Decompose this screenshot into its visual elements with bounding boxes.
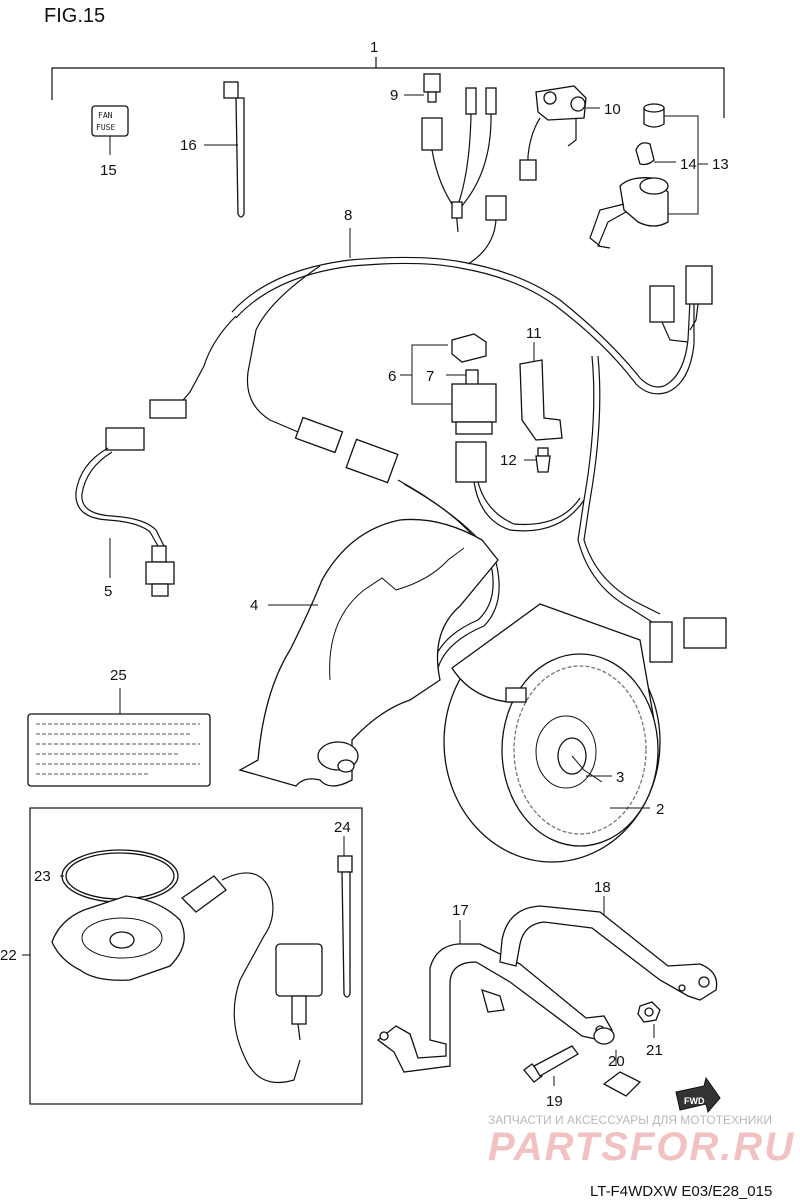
o-ring-part[interactable] [60,849,179,903]
thermo-sensor-kit-box[interactable] [22,807,363,1105]
callout-15[interactable]: 15 [100,162,117,179]
callout-14[interactable]: 14 [680,156,697,173]
diagram-code: LT-F4WDXW E03/E28_015 [590,1183,772,1200]
callout-24[interactable]: 24 [334,819,351,836]
cable-tie-part[interactable] [204,81,245,218]
relay-holder-part[interactable] [519,85,600,181]
fan-motor-part[interactable] [443,603,661,863]
callout-25[interactable]: 25 [110,667,127,684]
callout-6[interactable]: 6 [388,368,396,385]
callout-17[interactable]: 17 [452,902,469,919]
watermark-caption: ЗАПЧАСТИ И АКСЕССУАРЫ ДЛЯ МОТОТЕХНИКИ [488,1113,772,1127]
fan-shroud-part[interactable] [238,518,499,787]
caution-label-part[interactable] [27,688,211,787]
fan-bracket-lower-part[interactable] [376,920,613,1073]
fuse-holder-wires [421,87,507,265]
watermark-brand: PARTSFOR.RU [488,1125,795,1169]
fan-fuse-label-line1: FAN [98,111,113,120]
callout-8[interactable]: 8 [344,207,352,224]
relay-assembly-part[interactable] [400,333,497,435]
callout-1[interactable]: 1 [370,39,378,56]
callout-11[interactable]: 11 [526,325,542,342]
callout-22[interactable]: 22 [0,947,17,964]
forward-direction-arrow: FWD [675,1076,721,1114]
harness-connectors-right [649,265,727,663]
bracket-bolt-long-part[interactable] [523,1045,579,1086]
callout-12[interactable]: 12 [500,452,517,469]
relay-connector [455,441,585,532]
fuse-part[interactable] [404,73,441,103]
motor-connectors [294,416,500,669]
figure-title: FIG.15 [44,5,105,27]
callout-3[interactable]: 3 [616,769,624,786]
callout-10[interactable]: 10 [604,101,621,118]
thermo-switch-part[interactable] [75,399,187,597]
callout-18[interactable]: 18 [594,879,611,896]
callout-2[interactable]: 2 [656,801,664,818]
relay-bracket-part[interactable] [519,342,563,441]
cable-tie-small-part[interactable] [337,836,353,998]
callout-9[interactable]: 9 [390,87,398,104]
callout-7[interactable]: 7 [426,368,434,385]
callout-16[interactable]: 16 [180,137,197,154]
indicator-socket-part[interactable] [589,103,708,249]
callout-13[interactable]: 13 [712,156,729,173]
callout-20[interactable]: 20 [608,1053,625,1070]
callout-23[interactable]: 23 [34,868,51,885]
forward-arrow-label: FWD [684,1096,705,1106]
callout-5[interactable]: 5 [104,583,112,600]
assembly-bracket [51,57,725,118]
callout-19[interactable]: 19 [546,1093,563,1110]
fan-fuse-label-line2: FUSE [96,123,115,132]
fan-bracket-upper-part[interactable] [499,896,718,1001]
wiring-harness-part[interactable] [177,228,695,623]
bracket-bolt-part[interactable] [524,447,551,473]
fan-blade-part[interactable] [571,755,612,783]
callout-4[interactable]: 4 [250,597,258,614]
callout-21[interactable]: 21 [646,1042,663,1059]
fan-fuse-label-part[interactable]: FAN FUSE [91,105,129,155]
thermo-sensor-housing [51,872,323,1084]
spacer-collar-part[interactable] [593,1027,642,1097]
nut-part[interactable] [637,1001,661,1038]
